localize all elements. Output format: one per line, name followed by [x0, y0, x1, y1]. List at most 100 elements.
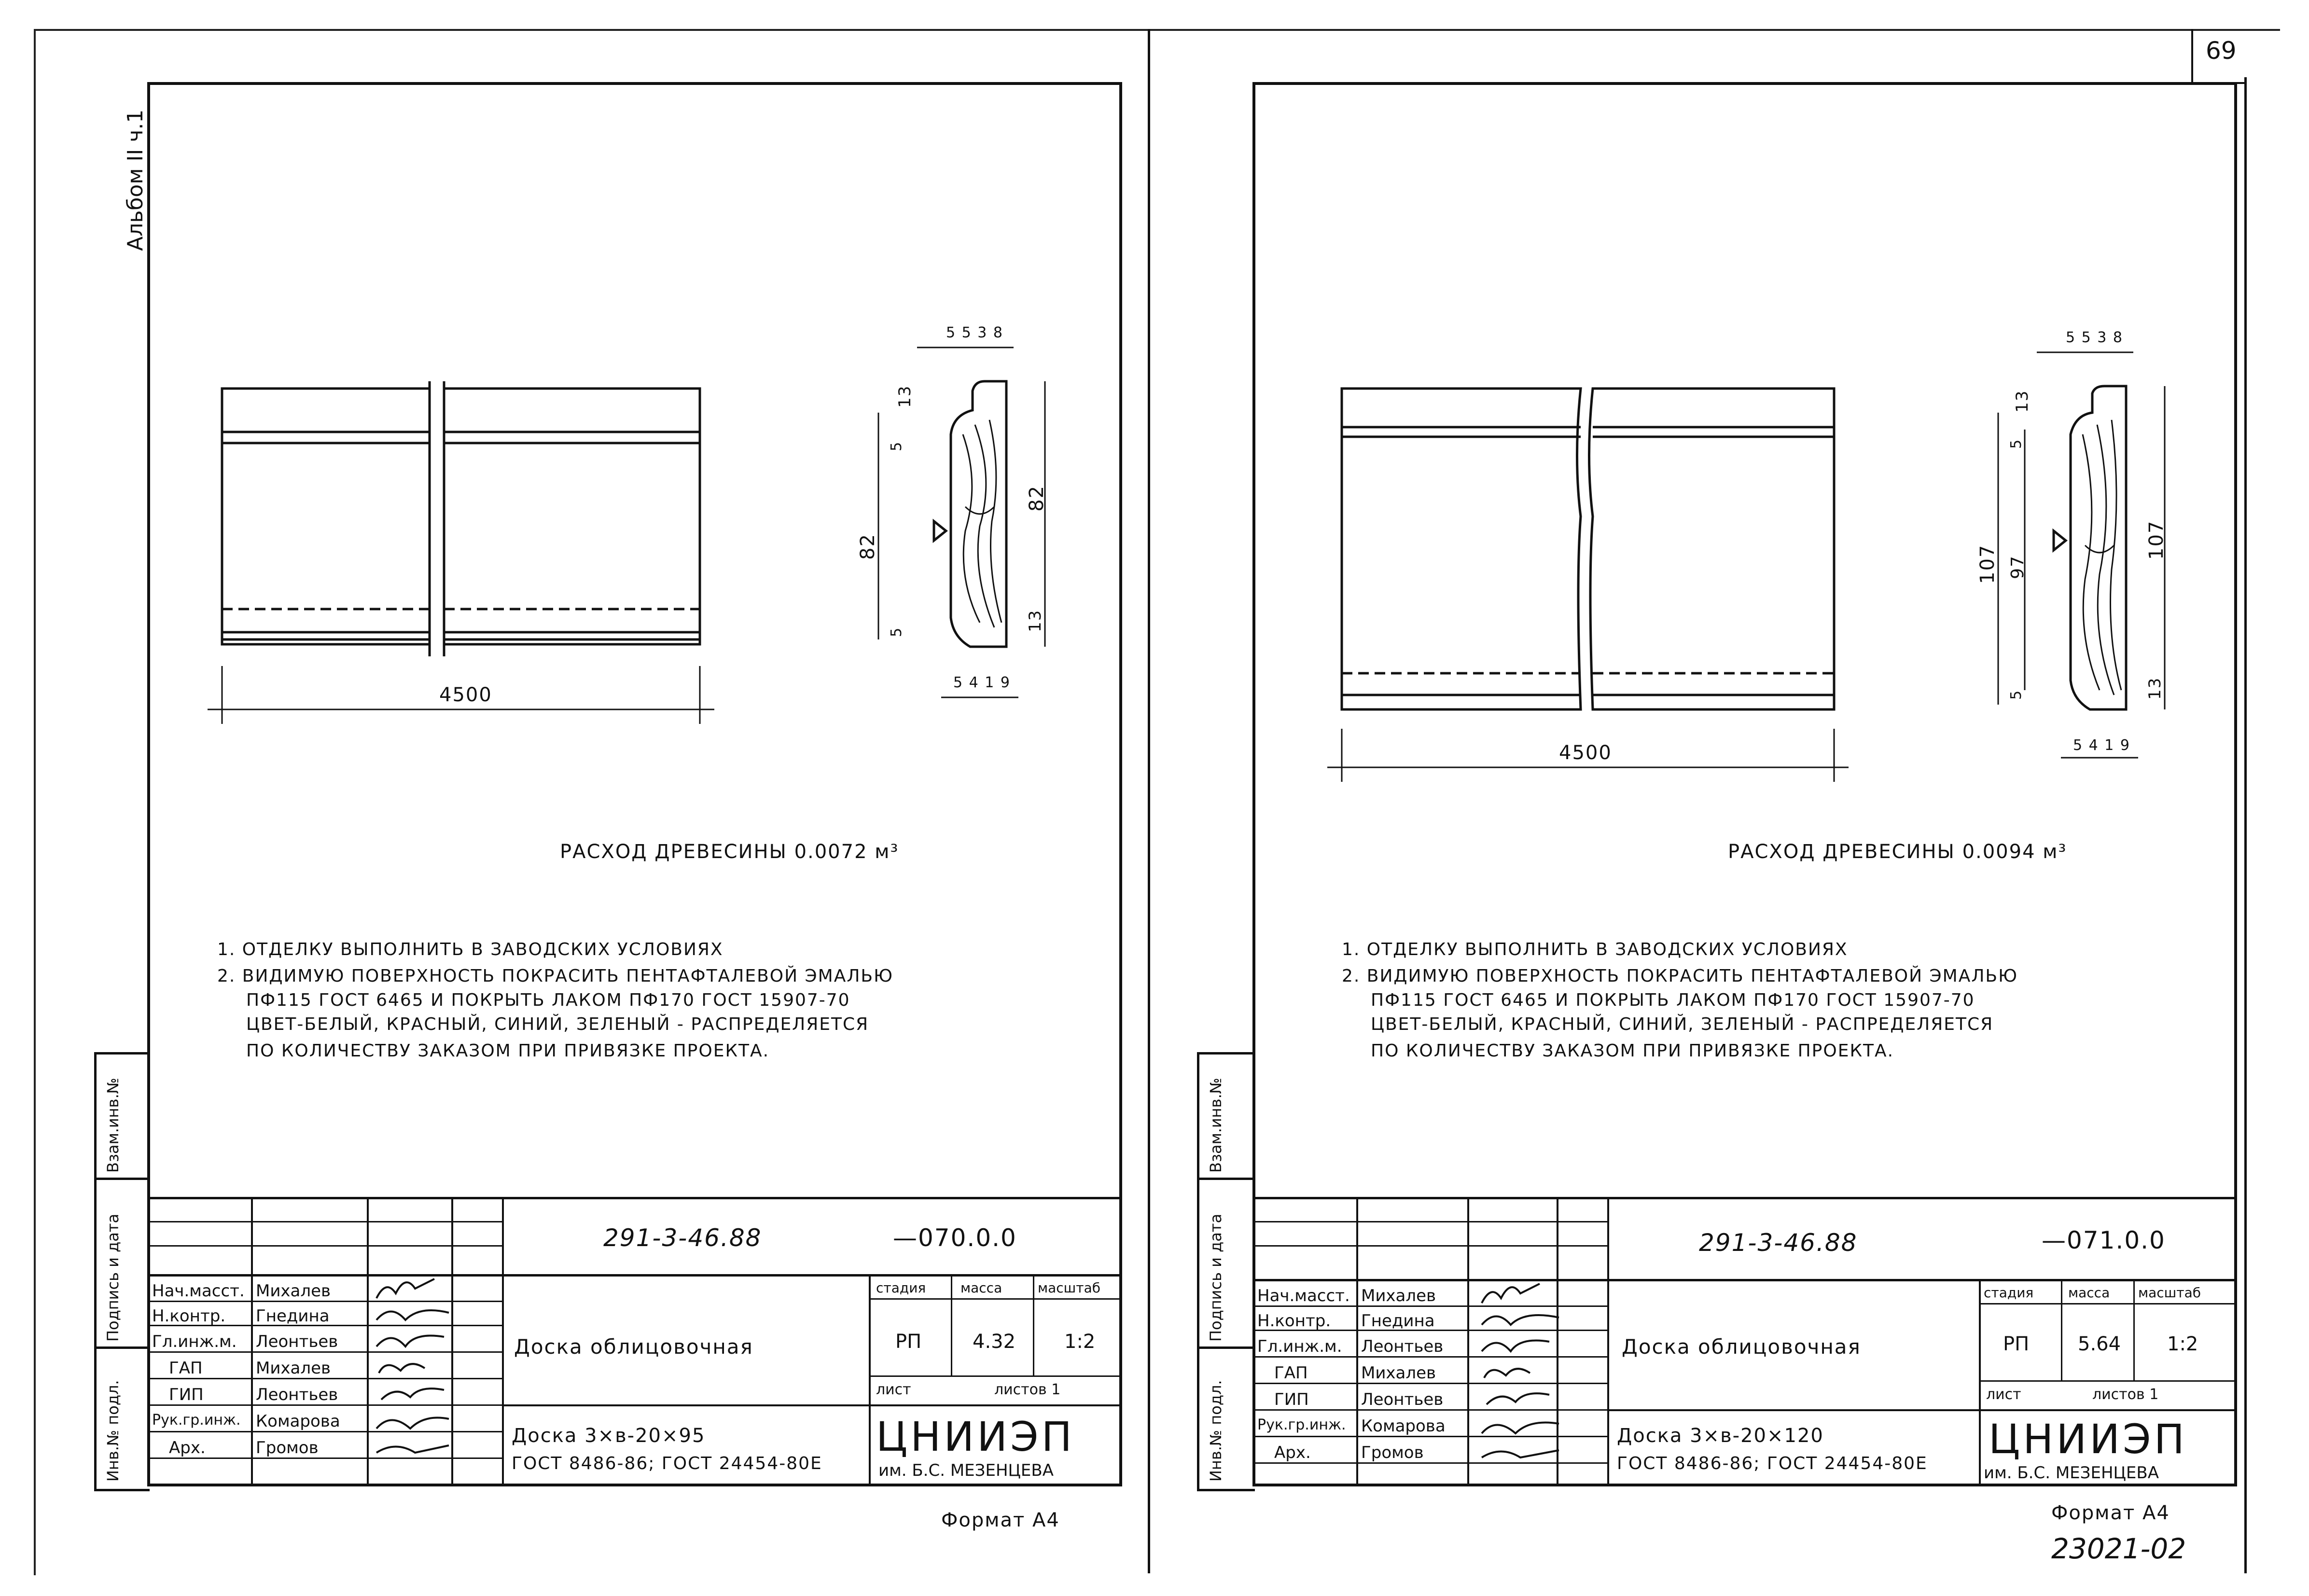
left-tb-row-line: [147, 1351, 502, 1353]
right-title-block: [1252, 1197, 2237, 1489]
right-tb-row-line: [1252, 1409, 1607, 1411]
left-tb-row-line: [147, 1457, 502, 1459]
left-side-strip: [94, 1052, 150, 1491]
right-signer-role: Н.контр.: [1257, 1311, 1331, 1331]
right-lists-header: листов 1: [2092, 1386, 2159, 1403]
right-board-part1: [1340, 387, 1582, 711]
left-board-elevation: [208, 347, 1046, 724]
right-board-part2: [1588, 387, 1836, 711]
bottom-stamp: 23021-02: [2051, 1532, 2186, 1565]
left-note-2: 2. ВИДИМУЮ ПОВЕРХНОСТЬ ПОКРАСИТЬ ПЕНТАФТ…: [217, 966, 893, 986]
left-scale: 1:2: [1064, 1331, 1096, 1353]
left-signer-name: Гнедина: [256, 1306, 330, 1326]
right-wood-grain: [2082, 419, 2122, 695]
right-tb-h2: [1252, 1245, 1607, 1247]
left-format: Формат А4: [941, 1509, 1060, 1531]
center-divider: [1148, 29, 1150, 1573]
left-list-header: лист: [876, 1381, 911, 1398]
left-signer-role: Нач.масст.: [152, 1281, 245, 1301]
left-tb-v2: [367, 1197, 369, 1486]
right-stage: РП: [2003, 1333, 2030, 1355]
left-tb-row-line: [147, 1378, 502, 1379]
left-note-5: ПО КОЛИЧЕСТВУ ЗАКАЗОМ ПРИ ПРИВЯЗКЕ ПРОЕК…: [246, 1041, 770, 1061]
left-tb-right-col: [869, 1274, 871, 1486]
right-scale: 1:2: [2167, 1333, 2198, 1355]
left-tb-h1: [147, 1221, 502, 1222]
right-signer-name: Громов: [1361, 1443, 1424, 1462]
left-tb-row-line: [147, 1404, 502, 1406]
page-number: 69: [2206, 37, 2237, 65]
right-spec-1: Доска 3×в-20×120: [1617, 1425, 1824, 1447]
left-stage: РП: [895, 1331, 922, 1353]
right-mass-header: масса: [2068, 1285, 2110, 1301]
left-signer-name: Леонтьев: [256, 1385, 338, 1404]
left-title-block: [147, 1197, 1122, 1489]
left-signer-name: Комарова: [256, 1412, 340, 1431]
right-stage-header: стадия: [1984, 1285, 2034, 1301]
right-designation: 291-3-46.88: [1699, 1229, 1858, 1257]
right-scale-header: масштаб: [2138, 1285, 2201, 1301]
left-stage-header: стадия: [876, 1280, 926, 1296]
right-face-mark: [2052, 528, 2068, 553]
left-mass-header: масса: [960, 1280, 1002, 1296]
left-tb-rows: [147, 1301, 502, 1302]
left-tb-h2: [147, 1245, 502, 1247]
right-tb-mass-col: [2061, 1279, 2062, 1380]
left-face-mark: [932, 518, 948, 543]
right-tb-hdr-line: [1979, 1303, 2237, 1305]
right-note-5: ПО КОЛИЧЕСТВУ ЗАКАЗОМ ПРИ ПРИВЯЗКЕ ПРОЕК…: [1371, 1041, 1894, 1061]
left-side-div2: [94, 1346, 147, 1349]
left-note-4: ЦВЕТ-БЕЛЫЙ, КРАСНЫЙ, СИНИЙ, ЗЕЛЕНЫЙ - РА…: [246, 1014, 869, 1034]
right-section-top-dims: 5 5 3 8: [2066, 329, 2123, 346]
right-tb-title-split: [1607, 1409, 2237, 1411]
left-note-1: 1. ОТДЕЛКУ ВЫПОЛНИТЬ В ЗАВОДСКИХ УСЛОВИЯ…: [217, 940, 723, 959]
right-spec-2: ГОСТ 8486-86; ГОСТ 24454-80Е: [1617, 1454, 1928, 1473]
left-sheet-frame: [147, 82, 1122, 1486]
left-tb-scale-col: [1033, 1274, 1034, 1375]
left-section-bottom-dims: 5 4 1 9: [953, 674, 1011, 691]
right-tb-v2: [1467, 1197, 1469, 1486]
right-signer-name: Гнедина: [1361, 1311, 1435, 1331]
right-edge-line: [2244, 77, 2247, 1573]
right-tb-v4: [1607, 1197, 1609, 1486]
left-org-sub: им. Б.С. МЕЗЕНЦЕВА: [878, 1461, 1054, 1480]
right-profile-outline: [2069, 385, 2128, 711]
left-side-div1: [94, 1178, 147, 1180]
right-signer-role: Гл.инж.м.: [1257, 1337, 1342, 1356]
right-tb-row-line: [1252, 1356, 1607, 1358]
left-designation: 291-3-46.88: [603, 1224, 762, 1252]
right-wood-usage: РАСХОД ДРЕВЕСИНЫ 0.0094 м³: [1728, 841, 2067, 863]
outer-page-frame: [34, 29, 2280, 1575]
right-tb-right-col: [1979, 1279, 1981, 1486]
left-tb-list-line: [869, 1375, 1122, 1377]
left-signer-name: Громов: [256, 1438, 319, 1457]
right-note-2: 2. ВИДИМУЮ ПОВЕРХНОСТЬ ПОКРАСИТЬ ПЕНТАФТ…: [1342, 966, 2018, 986]
right-tb-row-line: [1252, 1383, 1607, 1384]
left-section-top-dims: 5 5 3 8: [946, 324, 1003, 341]
right-tb-v1: [1356, 1197, 1358, 1486]
right-note-1: 1. ОТДЕЛКУ ВЫПОЛНИТЬ В ЗАВОДСКИХ УСЛОВИЯ…: [1342, 940, 1848, 959]
left-signatures: [376, 1278, 449, 1454]
left-tb-v3: [451, 1197, 453, 1486]
right-list-header: лист: [1986, 1386, 2021, 1403]
left-tb-title-split: [502, 1404, 1122, 1406]
right-tb-h3: [1252, 1279, 2237, 1281]
right-length-dim-label: 4500: [1559, 742, 1612, 764]
right-side-div1: [1197, 1178, 1252, 1180]
left-tb-row-line: [147, 1431, 502, 1432]
right-tb-h1: [1252, 1221, 1607, 1222]
left-signer-role: Арх.: [169, 1438, 206, 1457]
left-tb-v1: [251, 1197, 253, 1486]
right-tb-row-line: [1252, 1436, 1607, 1437]
left-signer-name: Леонтьев: [256, 1332, 338, 1351]
right-section-bottom-dims: 5 4 1 9: [2073, 737, 2130, 754]
left-length-dim-label: 4500: [439, 684, 492, 706]
right-signer-role: ГИП: [1274, 1390, 1309, 1409]
right-org-sub: им. Б.С. МЕЗЕНЦЕВА: [1984, 1463, 2159, 1483]
right-signer-role: ГАП: [1274, 1363, 1308, 1383]
left-title: Доска облицовочная: [514, 1335, 753, 1359]
right-title: Доска облицовочная: [1622, 1335, 1861, 1359]
right-signer-name: Леонтьев: [1361, 1390, 1444, 1409]
